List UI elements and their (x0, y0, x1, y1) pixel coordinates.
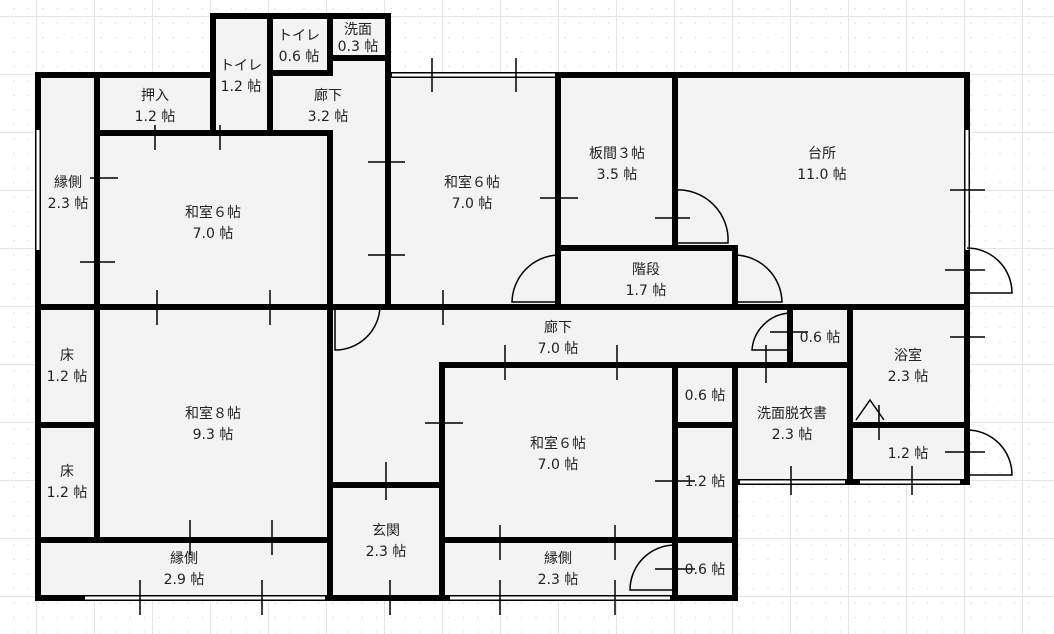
door-swing-icon (751, 312, 791, 351)
room-name: 洗面 (344, 22, 372, 38)
room-area: 11.0 帖 (797, 167, 847, 183)
room-area: 2.3 帖 (366, 544, 407, 560)
room-area: 3.2 帖 (308, 109, 349, 125)
room-area: 9.3 帖 (193, 427, 234, 443)
room-area: 0.6 帖 (685, 562, 726, 578)
room-name: 床 (60, 348, 74, 364)
room-area: 2.9 帖 (164, 572, 205, 588)
room-engawa-bottom-left (35, 537, 333, 601)
door-swing-icon (334, 306, 381, 351)
room-toilet-1 (210, 13, 273, 136)
room-name: 押入 (141, 88, 169, 104)
room-name: 縁側 (54, 175, 82, 191)
room-area: 2.3 帖 (888, 369, 929, 385)
doors (334, 189, 1013, 591)
room-area: 7.0 帖 (193, 226, 234, 242)
switch-marks (80, 58, 985, 615)
room-dressing (732, 362, 853, 485)
room-name: 板間３帖 (589, 146, 645, 162)
door-swing-icon (966, 429, 1013, 476)
room-entrance (327, 482, 445, 601)
room-storage-06-top (787, 304, 853, 368)
room-area: 0.3 帖 (338, 39, 379, 55)
room-name: トイレ (220, 58, 262, 74)
room-stairs (555, 245, 738, 310)
room-name: 階段 (632, 262, 660, 278)
windows (36, 72, 970, 601)
room-area: 7.0 帖 (538, 457, 579, 473)
room-name: 和室６帖 (185, 204, 241, 221)
room-name: 台所 (808, 146, 836, 162)
room-area: 1.7 帖 (626, 283, 667, 299)
room-area: 0.6 帖 (800, 330, 841, 346)
room-name: 縁側 (544, 551, 572, 567)
room-toko-2 (35, 422, 100, 543)
room-name: トイレ (278, 28, 320, 44)
room-area: 2.3 帖 (48, 196, 89, 212)
room-area: 1.2 帖 (135, 109, 176, 125)
room-name: 玄関 (372, 522, 400, 539)
room-area: 1.2 帖 (685, 474, 726, 490)
room-name: 廊下 (544, 319, 572, 336)
room-name: 浴室 (894, 347, 922, 364)
room-engawa-left (35, 72, 100, 310)
room-area: 2.3 帖 (538, 572, 579, 588)
room-name: 和室８帖 (185, 405, 241, 422)
room-area: 1.2 帖 (888, 446, 929, 462)
room-washroom-small (327, 13, 391, 61)
door-swing-icon (511, 254, 559, 303)
room-name: 和室６帖 (444, 174, 500, 191)
room-area: 0.6 帖 (685, 388, 726, 404)
room-washitsu-8 (94, 304, 333, 543)
door-swing-icon (629, 544, 676, 591)
room-name: 縁側 (170, 551, 198, 567)
room-area: 7.0 帖 (538, 341, 579, 357)
door-swing-icon (966, 247, 1013, 294)
room-area: 1.2 帖 (221, 79, 262, 95)
room-area: 2.3 帖 (772, 427, 813, 443)
room-washitsu-6-center (385, 72, 561, 310)
room-area: 0.6 帖 (279, 49, 320, 65)
room-washitsu-6-bottom (439, 362, 678, 543)
door-swing-icon (674, 189, 729, 244)
room-name: 床 (60, 464, 74, 480)
room-area: 1.2 帖 (47, 369, 88, 385)
room-name: 廊下 (314, 87, 342, 104)
room-area: 3.5 帖 (597, 167, 638, 183)
room-bath (847, 304, 970, 428)
room-washitsu-6-left (94, 130, 333, 310)
door-swing-icon (734, 254, 783, 303)
room-name: 和室６帖 (530, 435, 586, 452)
room-area: 1.2 帖 (47, 485, 88, 501)
room-area: 7.0 帖 (452, 196, 493, 212)
room-name: 洗面脱衣書 (757, 406, 827, 422)
room-toko-1 (35, 304, 100, 428)
